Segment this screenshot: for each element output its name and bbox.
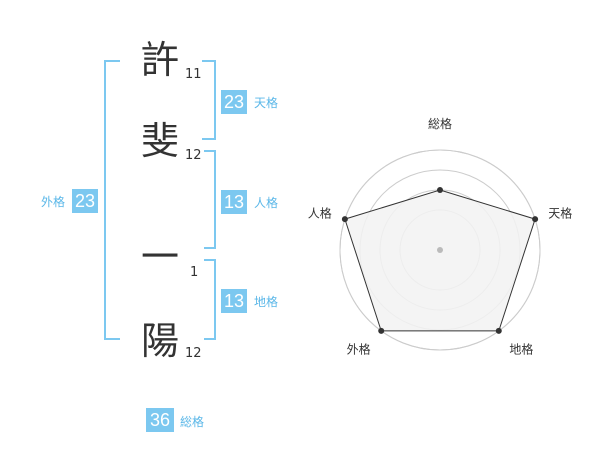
stroke-count-1: 11	[185, 67, 202, 82]
radar-axis-label-4: 外格	[347, 341, 371, 356]
jinkaku-bracket	[204, 150, 216, 249]
radar-point-4	[378, 327, 385, 334]
radar-axis-label-5: 人格	[308, 206, 332, 221]
tenkaku-bracket	[202, 60, 216, 140]
radar-grid-ring	[339, 149, 541, 351]
jinkaku-label: 人格	[254, 196, 279, 210]
radar-point-3	[495, 327, 502, 334]
chikaku-label: 地格	[254, 295, 279, 309]
radar-polygon	[344, 189, 536, 332]
name-char-2: 斐	[140, 119, 179, 163]
radar-center-dot	[437, 247, 443, 253]
name-char-1: 許	[140, 38, 179, 82]
stroke-count-4: 12	[185, 346, 202, 361]
gaikaku-bracket	[104, 60, 120, 340]
radar-axis-label-1: 総格	[428, 116, 452, 131]
name-char-3: 一	[140, 235, 179, 279]
radar-point-1	[437, 187, 443, 193]
radar-point-2	[532, 216, 539, 223]
radar-axis-label-2: 天格	[548, 206, 572, 221]
gaikaku-label: 外格	[41, 195, 66, 209]
jinkaku-value: 13	[221, 190, 247, 214]
name-char-4: 陽	[140, 319, 179, 363]
stroke-count-3: 1	[190, 265, 199, 280]
tenkaku-value: 23	[221, 90, 247, 114]
chikaku-bracket	[204, 259, 216, 340]
chikaku-value: 13	[221, 289, 247, 313]
radar-axis-label-3: 地格	[509, 341, 533, 356]
stroke-count-2: 12	[185, 148, 202, 163]
radar-point-5	[341, 216, 348, 223]
soukaku-label: 総格	[180, 415, 205, 429]
tenkaku-label: 天格	[254, 96, 279, 110]
soukaku-value: 36	[146, 408, 174, 432]
gaikaku-value: 23	[72, 189, 98, 213]
